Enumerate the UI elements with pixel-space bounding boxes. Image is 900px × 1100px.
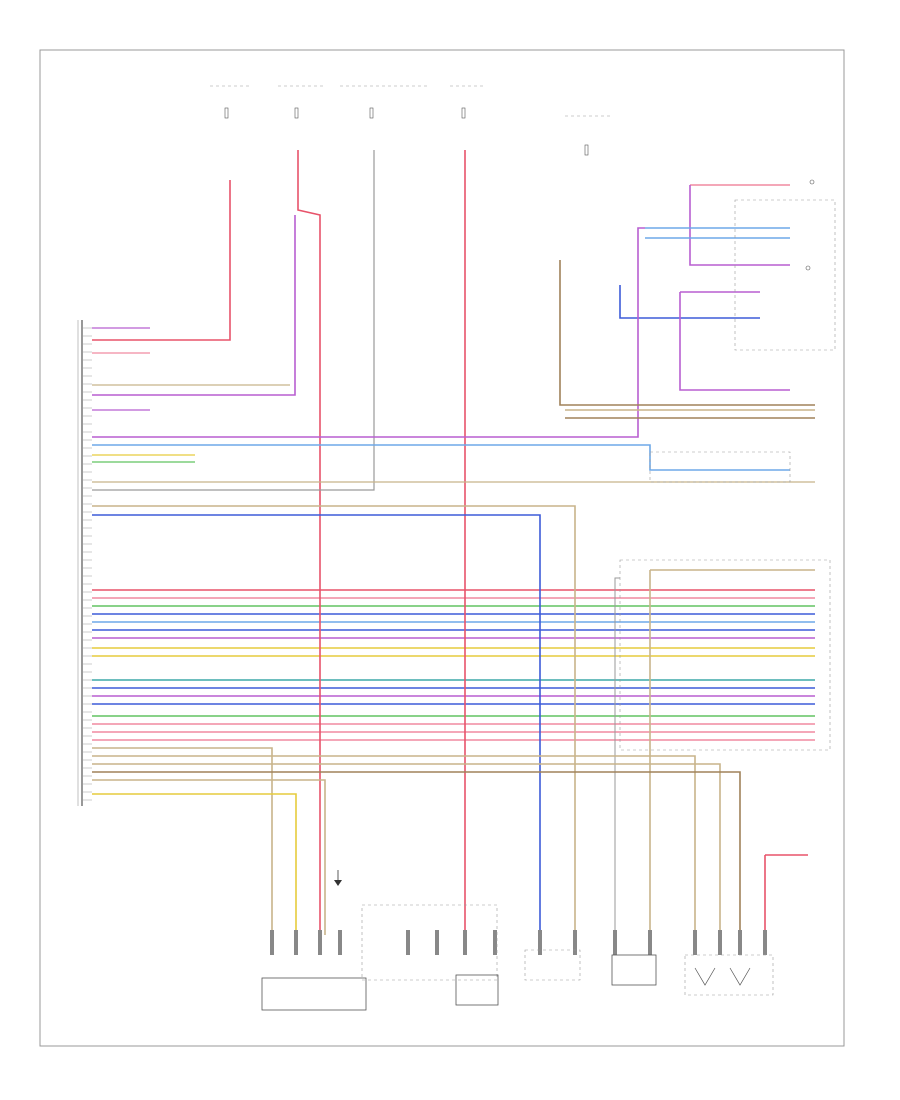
wires <box>92 150 815 955</box>
terminal-pin-7 <box>463 930 467 955</box>
wire-violet-cross <box>92 227 645 438</box>
terminal-pin-9 <box>538 930 542 955</box>
terminal-pin-5 <box>406 930 410 955</box>
terminal-pin-12 <box>648 930 652 955</box>
terminal-pin-15 <box>738 930 742 955</box>
wire-fuse2-down <box>297 150 321 930</box>
wire-fuse3-gray <box>92 150 375 491</box>
bottom-components <box>261 904 774 1011</box>
terminal-pin-8 <box>493 930 497 955</box>
wire-to-horn-1 <box>92 505 576 930</box>
relay-terminal <box>805 265 811 271</box>
terminal-pin-13 <box>693 930 697 955</box>
wire-bottom-1 <box>92 747 273 935</box>
wire-bottom-5 <box>92 779 326 935</box>
relay-wire-2 <box>689 185 790 266</box>
ground-symbol <box>334 870 342 886</box>
wire-fuse2-violet <box>92 215 296 396</box>
brake-group <box>361 904 498 981</box>
terminal-pin-1 <box>270 930 274 955</box>
wire-to-horn-2 <box>92 514 541 930</box>
diagram-frame <box>39 49 845 1047</box>
fuse-1 <box>224 107 229 119</box>
lamp-symbol <box>694 967 751 986</box>
wire-bottom-6 <box>92 793 297 935</box>
module-pins <box>82 327 92 801</box>
horn-box <box>524 949 581 981</box>
terminal-pin-2 <box>294 930 298 955</box>
terminal-pin-14 <box>718 930 722 955</box>
switch-box <box>649 451 791 483</box>
fuse-2 <box>294 107 299 119</box>
right-connector-box <box>619 559 831 751</box>
trailer-light-box <box>684 954 774 996</box>
wire-lightblue-cross <box>92 444 790 471</box>
terminal-pin-16 <box>763 930 767 955</box>
fuse-5 <box>584 144 589 156</box>
fuse-3 <box>369 107 374 119</box>
terminal-pin-6 <box>435 930 439 955</box>
reverse-box <box>611 954 657 986</box>
relay-wire-6 <box>679 292 790 391</box>
relay-box <box>734 199 836 351</box>
ground-terminal <box>809 179 815 185</box>
suppressor-box <box>455 974 499 1006</box>
wire-reverse-gray <box>614 577 620 930</box>
fuse-4 <box>461 107 466 119</box>
wire-brown-right-1 <box>559 260 815 406</box>
fuse-symbols <box>224 107 589 156</box>
right-components <box>619 179 836 751</box>
terminal-pin-10 <box>573 930 577 955</box>
wire-bottom-3 <box>92 763 721 935</box>
terminal-pin-3 <box>318 930 322 955</box>
relay-wire-5 <box>619 285 760 319</box>
terminal-pin-11 <box>613 930 617 955</box>
wire-fuse1-down <box>92 180 231 341</box>
terminal-pin-4 <box>338 930 342 955</box>
wire-bottom-2 <box>92 755 696 935</box>
trailer-control-module <box>261 977 367 1011</box>
wire-bottom-4 <box>92 771 741 935</box>
fuse-panel-top <box>210 85 610 117</box>
